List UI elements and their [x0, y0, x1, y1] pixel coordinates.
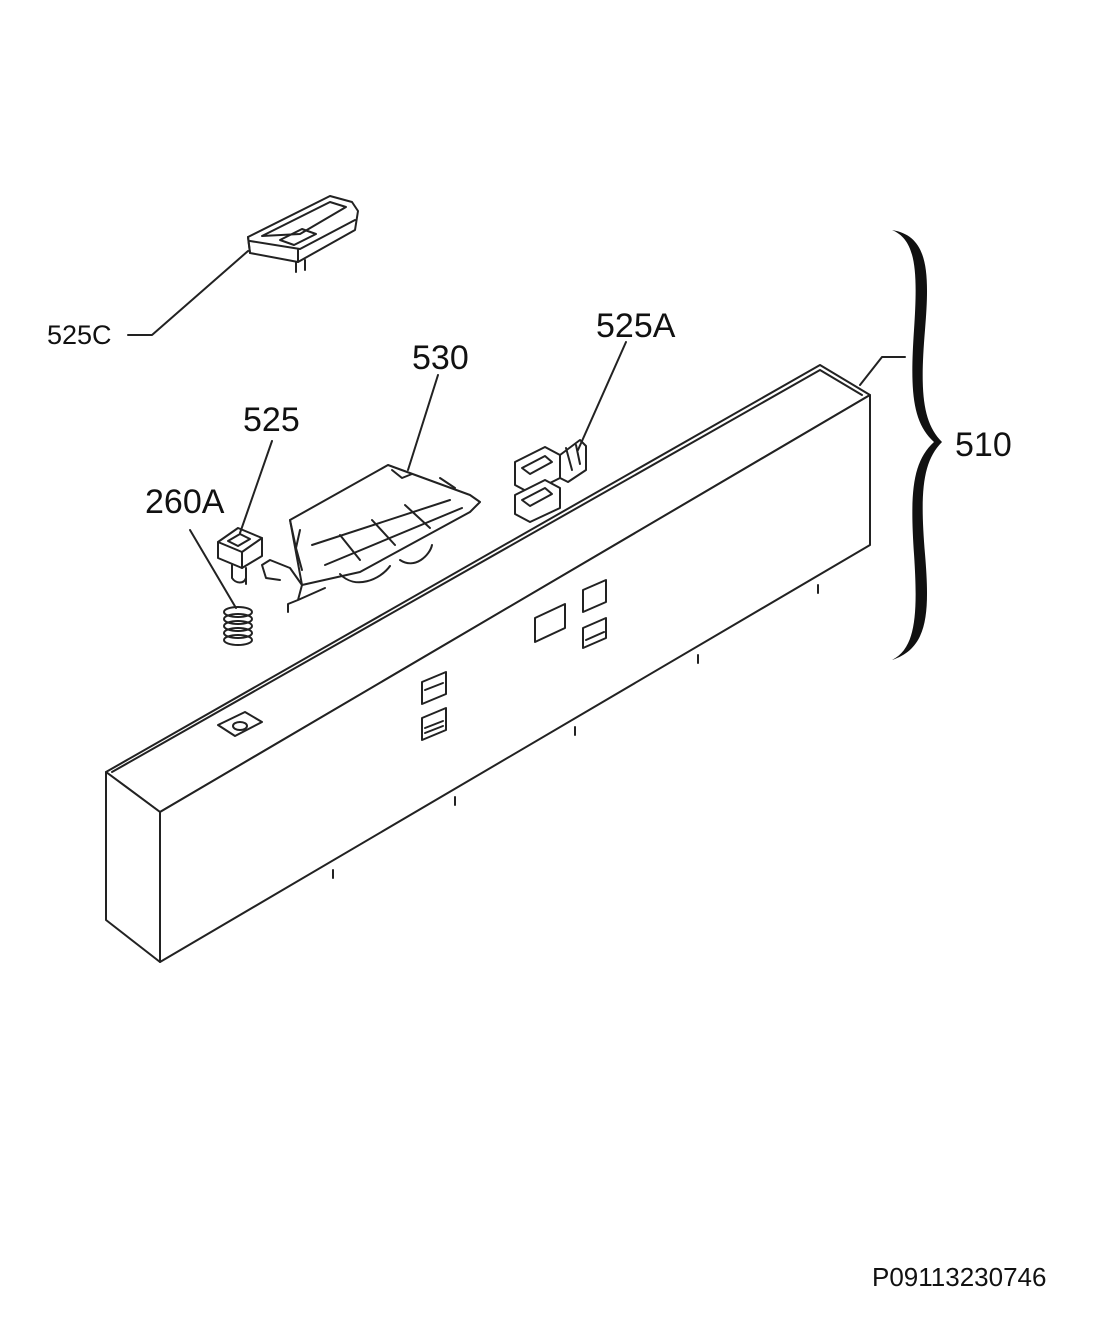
group-brace: [892, 230, 942, 660]
label-530: 530: [412, 339, 469, 377]
leader-530: [407, 374, 439, 471]
part-525c-tray: [247, 195, 359, 273]
label-525a: 525A: [596, 307, 676, 345]
part-530-bracket: [261, 464, 481, 613]
drawing-code: P09113230746: [872, 1262, 1047, 1292]
label-260a: 260A: [145, 483, 225, 521]
label-525: 525: [243, 401, 300, 439]
part-260a-spring: [223, 606, 253, 646]
part-510-control-panel: [105, 364, 871, 963]
leader-510: [859, 356, 906, 386]
leader-525: [239, 440, 273, 534]
leader-525c: [127, 250, 249, 336]
leader-525a: [577, 341, 627, 451]
part-525a-switch: [514, 439, 587, 523]
label-510: 510: [955, 426, 1012, 464]
label-525c: 525C: [47, 320, 112, 350]
part-525-button: [217, 527, 263, 585]
leader-260a: [189, 529, 237, 609]
